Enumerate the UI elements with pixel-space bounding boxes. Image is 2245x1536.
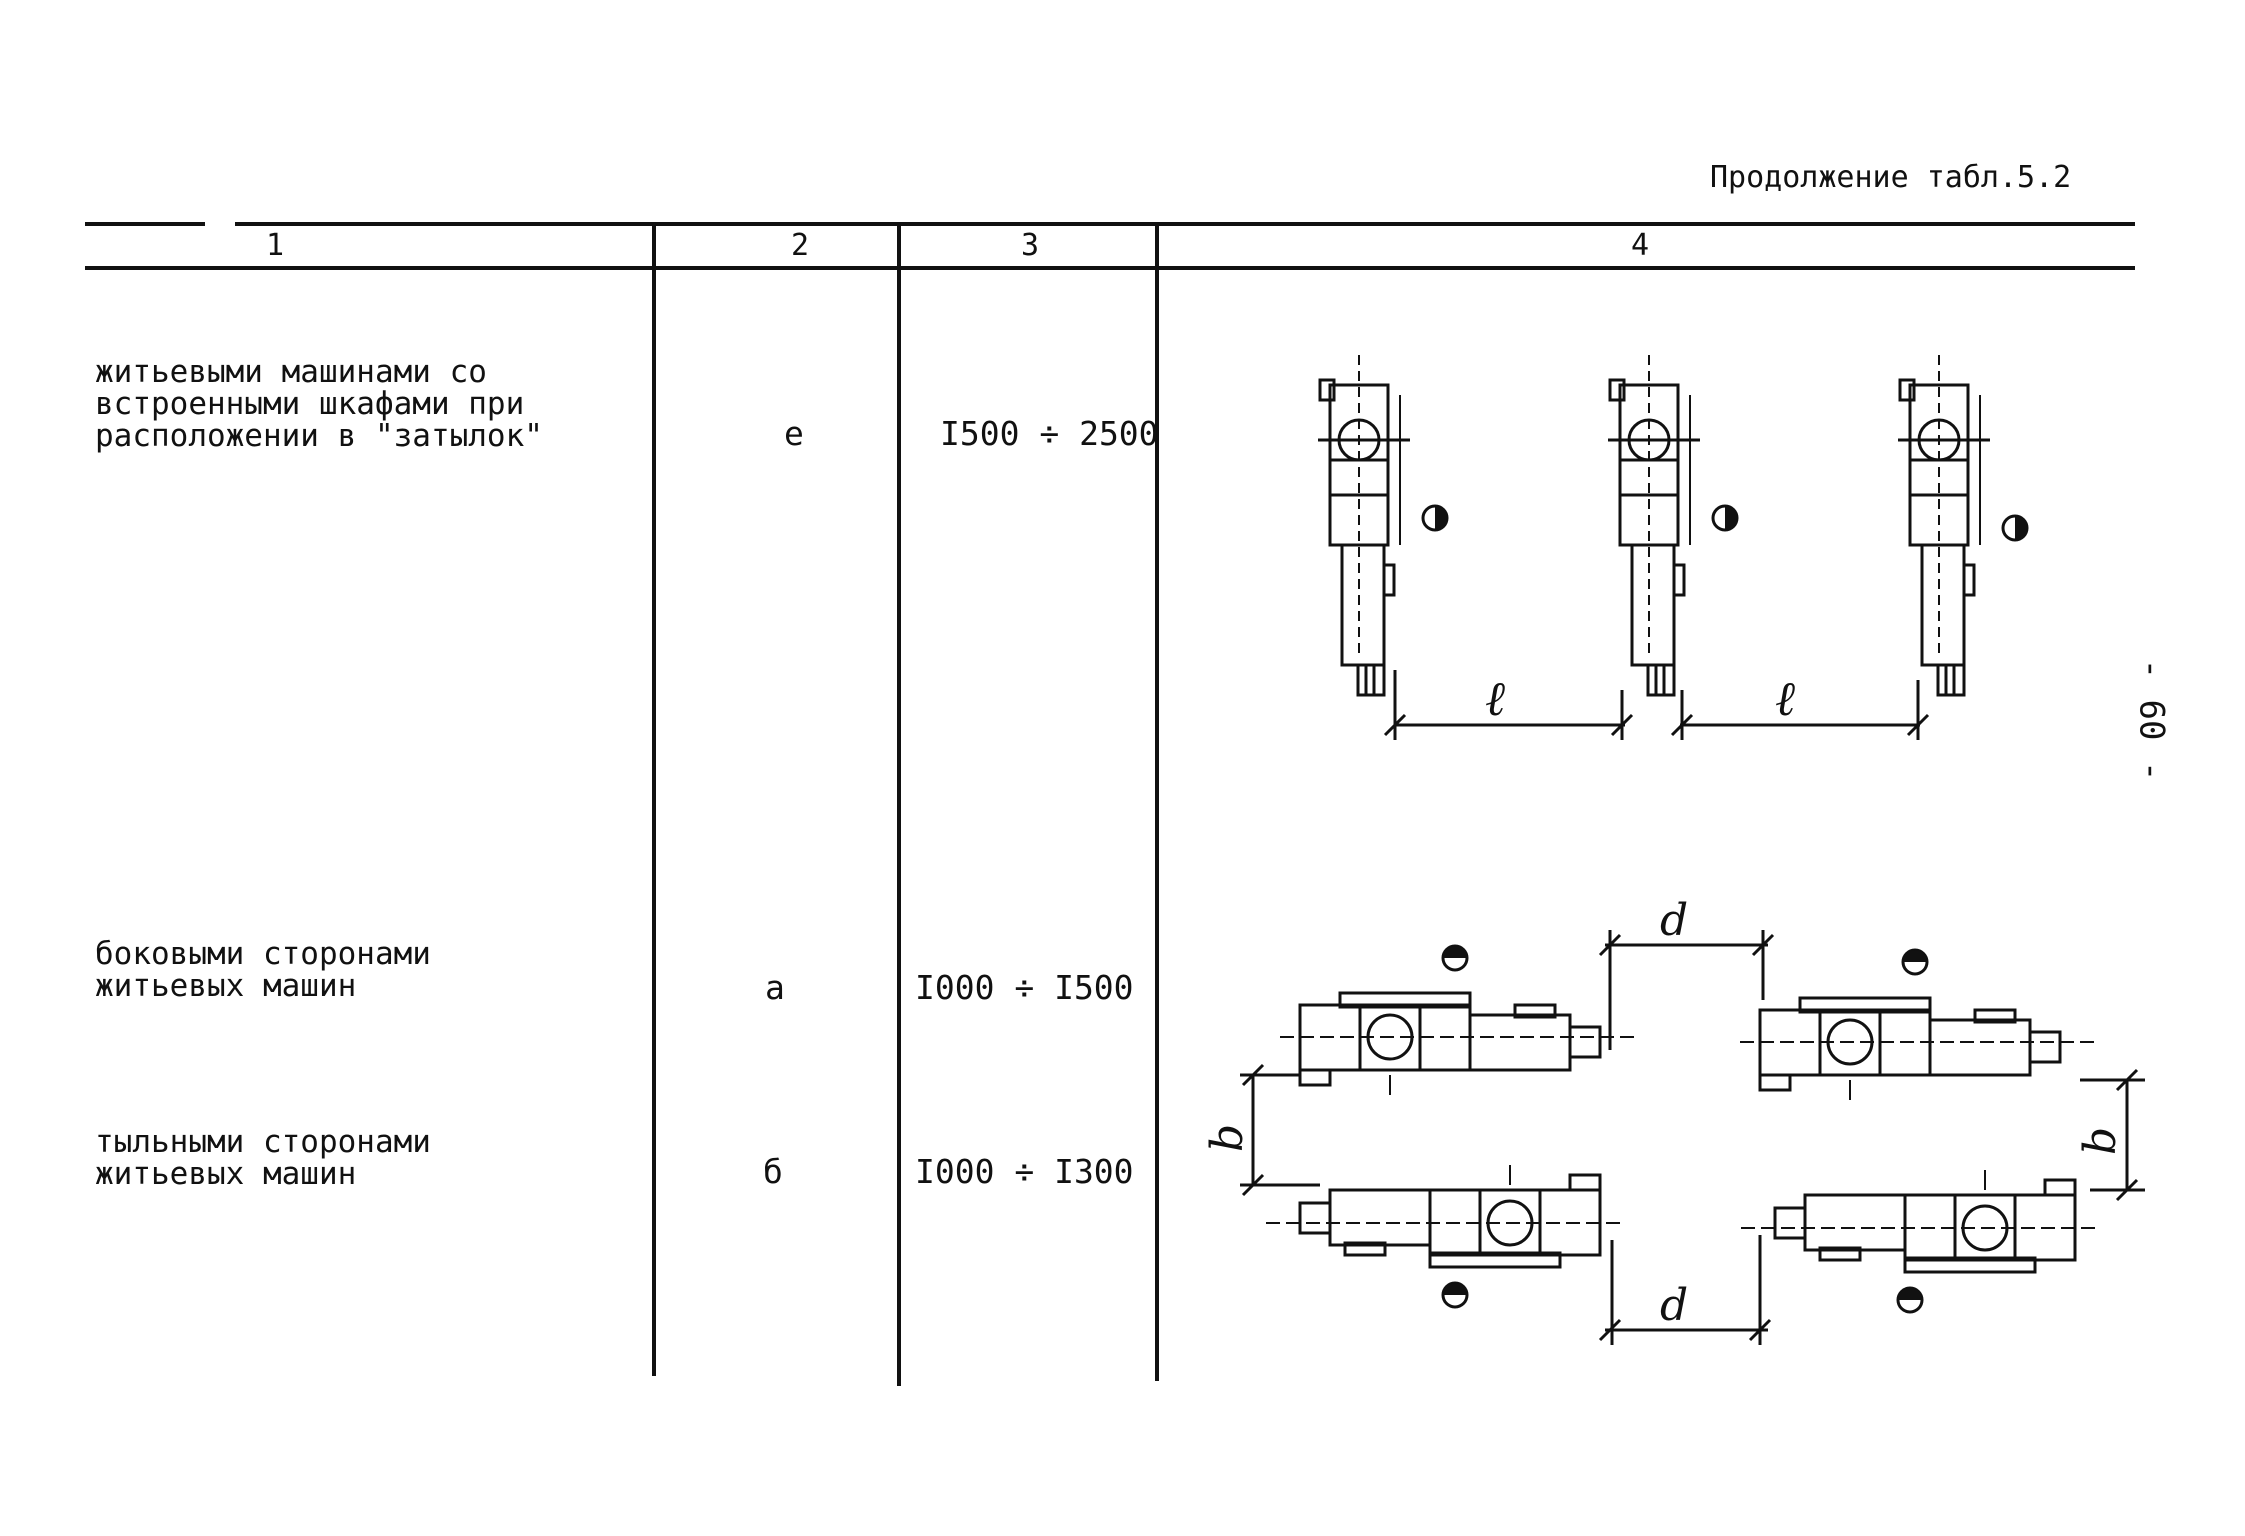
row-3-symbol: б bbox=[763, 1152, 783, 1191]
dim-label-l-2: ℓ bbox=[1775, 671, 1795, 727]
machine-7 bbox=[1733, 1168, 2097, 1274]
column-header-2: 2 bbox=[790, 228, 810, 263]
header-top-rule-left bbox=[85, 222, 205, 226]
row-3-description: тыльными сторонами житьевых машин bbox=[95, 1124, 431, 1192]
machine-2 bbox=[1606, 353, 1702, 697]
column-header-1: 1 bbox=[265, 228, 285, 263]
dim-label-l-1: ℓ bbox=[1485, 671, 1505, 727]
column-divider-1 bbox=[652, 224, 656, 1376]
column-header-3: 3 bbox=[1020, 228, 1040, 263]
column-header-4: 4 bbox=[1630, 228, 1650, 263]
machine-5 bbox=[1738, 996, 2102, 1102]
row-2-symbol: а bbox=[765, 968, 785, 1007]
machine-1 bbox=[1316, 353, 1412, 697]
machine-6 bbox=[1258, 1163, 1622, 1269]
header-top-rule bbox=[235, 222, 2135, 226]
dim-label-d-top: d bbox=[1660, 895, 1688, 946]
row-2-range: I000 ÷ I500 bbox=[915, 968, 1134, 1007]
table-caption: Продолжение табл.5.2 bbox=[1710, 160, 2072, 195]
dim-label-b-right: b bbox=[2075, 1127, 2126, 1155]
row-2-description: боковыми сторонами житьевых машин bbox=[95, 936, 431, 1004]
machine-4 bbox=[1278, 991, 1642, 1097]
row-3-range: I000 ÷ I300 bbox=[915, 1152, 1134, 1191]
header-bottom-rule bbox=[85, 266, 2135, 270]
dim-label-d-bottom: d bbox=[1660, 1280, 1688, 1331]
row-1-description: житьевыми машинами со встроенными шкафам… bbox=[95, 354, 543, 454]
machine-3 bbox=[1896, 353, 1992, 697]
column-divider-3 bbox=[1155, 224, 1159, 1381]
column-divider-2 bbox=[897, 224, 901, 1386]
row-1-symbol: е bbox=[784, 414, 804, 453]
row-1-range: I500 ÷ 2500 bbox=[940, 414, 1159, 453]
dim-label-b-left: b bbox=[1202, 1124, 1253, 1152]
